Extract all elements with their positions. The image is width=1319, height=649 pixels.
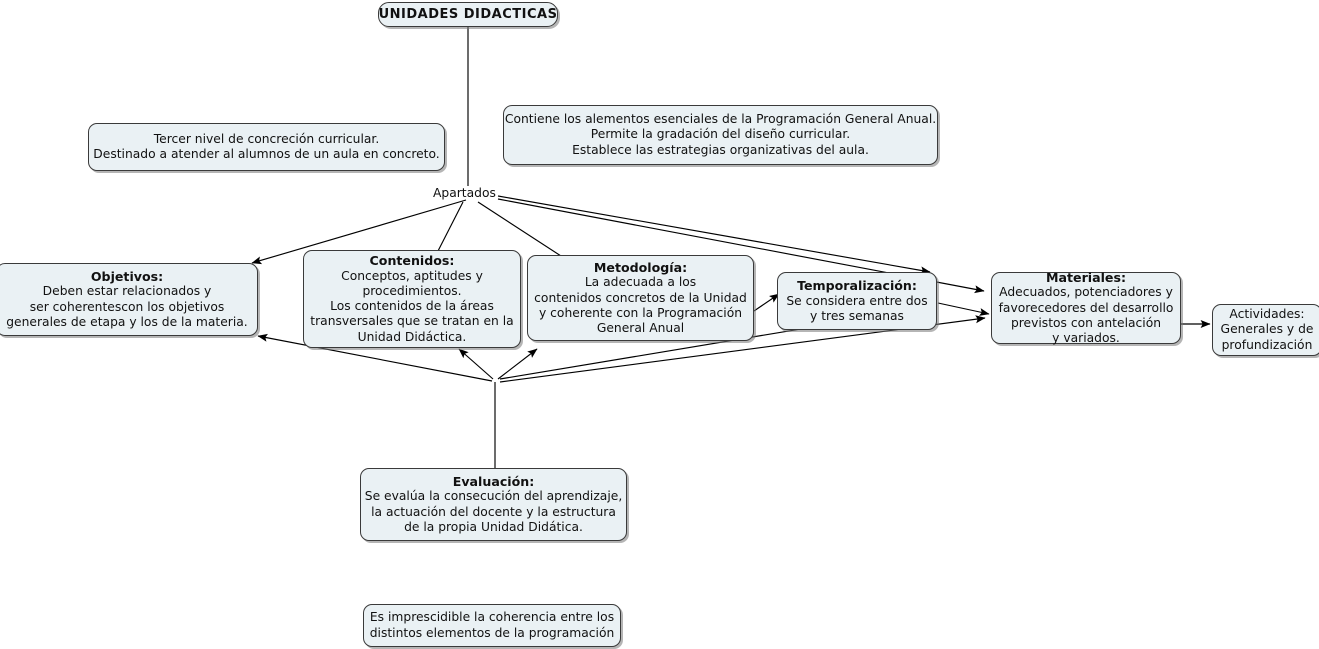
node-heading: Materiales: [1045, 269, 1126, 285]
node-line: Unidad Didáctica. [357, 329, 467, 344]
node-coherencia[interactable]: Es imprescidible la coherencia entre los… [363, 604, 621, 647]
node-metodologia[interactable]: Metodología: La adecuada a los contenido… [527, 255, 754, 341]
node-unidades-didacticas[interactable]: UNIDADES DIDACTICAS [378, 2, 558, 27]
edge-apartados-temporalizacion [497, 195, 931, 275]
edge-hub-metodologia [497, 348, 538, 380]
edge-temporalizacion-materiales [937, 302, 990, 316]
node-line: Adecuados, potenciadores y [999, 285, 1173, 300]
node-line: profundización [1221, 337, 1313, 352]
node-materiales[interactable]: Materiales: Adecuados, potenciadores y f… [991, 269, 1181, 345]
node-line: la actuación del docente y la estructura [371, 504, 616, 519]
node-contenidos[interactable]: Contenidos: Conceptos, aptitudes y proce… [303, 250, 521, 348]
node-line: Establece las estrategias organizativas … [572, 142, 869, 157]
node-heading: Temporalización: [797, 278, 917, 293]
node-line: previstos con antelación [1010, 315, 1162, 330]
node-line: de la propia Unidad Didática. [404, 519, 583, 534]
node-line: Se considera entre dos [786, 293, 928, 308]
node-line: Deben estar relacionados y [42, 284, 212, 299]
node-line: Permite la gradación del diseño curricul… [590, 127, 851, 142]
edge-apartados-contenidos [437, 201, 464, 252]
node-line: Tercer nivel de concreción curricular. [153, 131, 380, 146]
node-line: distintos elementos de la programación [369, 625, 615, 640]
node-heading: Objetivos: [90, 268, 164, 284]
node-line: y variados. [1052, 331, 1120, 345]
node-line: y tres semanas [810, 308, 904, 323]
edge-hub-objetivos [257, 333, 493, 382]
node-tercer-nivel[interactable]: Tercer nivel de concreción curricular. D… [88, 123, 445, 171]
edge-apartados-metodologia [477, 201, 562, 257]
node-line: generales de etapa y los de la materia. [6, 314, 248, 329]
hub-label-apartados: Apartados [433, 186, 496, 200]
node-line: Se evalúa la consecución del aprendizaje… [364, 489, 623, 504]
node-line: favorecedores del desarrollo [998, 300, 1174, 315]
node-temporalizacion[interactable]: Temporalización: Se considera entre dos … [777, 272, 937, 330]
edge-metodologia-temporalizacion [753, 293, 780, 312]
node-contiene-elementos[interactable]: Contiene los alementos esenciales de la … [503, 105, 938, 165]
node-line: transversales que se tratan en la [310, 314, 514, 329]
node-heading: Contenidos: [369, 253, 455, 269]
node-line: Destinado a atender al alumnos de un aul… [93, 147, 440, 161]
node-line: ser coherentescon los objetivos [29, 299, 225, 314]
node-line: Contiene los alementos esenciales de la … [504, 112, 937, 127]
edge-hub-contenidos [458, 348, 494, 380]
node-heading: Evaluación: [452, 473, 535, 489]
node-line: y coherente con la Programación [538, 305, 743, 320]
node-evaluacion[interactable]: Evaluación: Se evalúa la consecución del… [360, 468, 627, 541]
node-line: Generales y de [1220, 322, 1314, 337]
edge-apartados-objetivos [251, 199, 467, 265]
node-title-text: UNIDADES DIDACTICAS [378, 6, 558, 22]
node-actividades[interactable]: Actividades: Generales y de profundizaci… [1212, 304, 1319, 356]
node-line: Actividades: [1229, 307, 1305, 322]
node-line: contenidos concretos de la Unidad [534, 290, 747, 305]
node-objetivos[interactable]: Objetivos: Deben estar relacionados y se… [0, 263, 258, 336]
node-heading: Metodología: [593, 259, 688, 275]
node-line: General Anual [596, 321, 685, 335]
node-line: La adecuada a los [584, 275, 697, 290]
node-line: procedimientos. [362, 284, 462, 298]
node-line: Es imprescidible la coherencia entre los [369, 610, 615, 625]
node-line: Conceptos, aptitudes y [341, 268, 483, 283]
node-line: Los contenidos de la áreas [330, 299, 494, 314]
